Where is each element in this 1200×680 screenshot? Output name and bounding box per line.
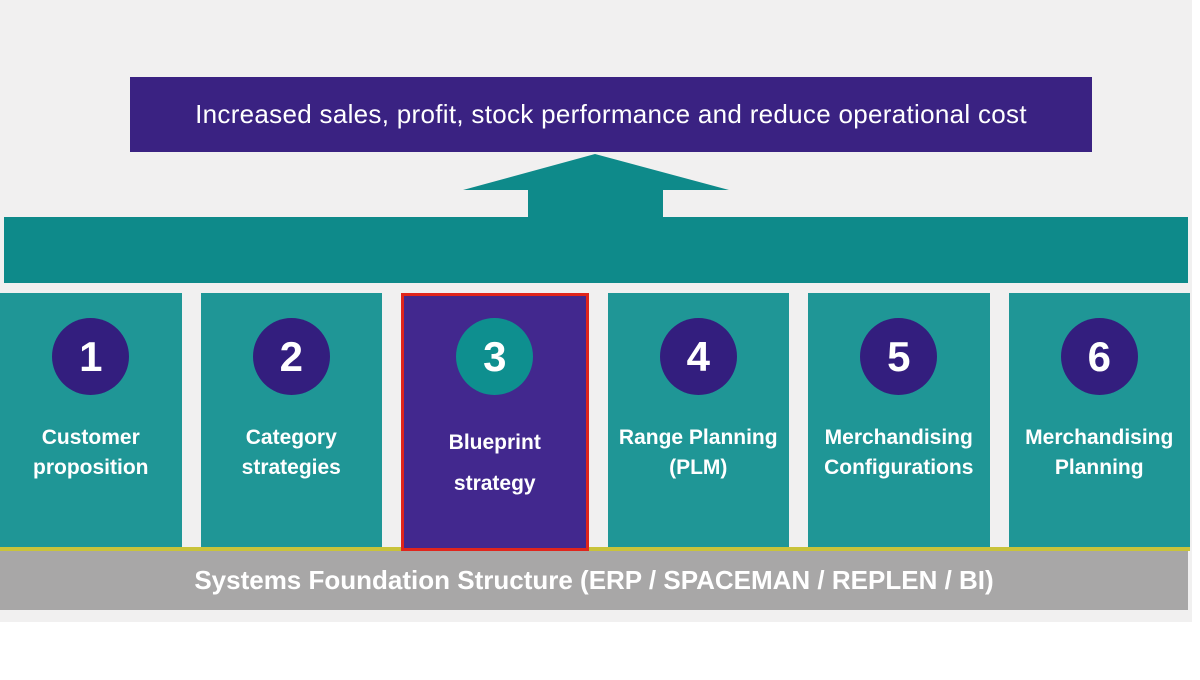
stage-number-badge: 2	[252, 318, 330, 395]
foundation-bar-text: Systems Foundation Structure (ERP / SPAC…	[194, 565, 994, 595]
stage-box-blueprint-strategy-highlighted: 3 Blueprint strategy	[401, 293, 589, 551]
up-arrow-icon	[463, 154, 729, 218]
stage-number-badge: 4	[659, 318, 737, 395]
stage-number-badge: 1	[52, 318, 130, 395]
benefit-banner-text: Increased sales, profit, stock performan…	[195, 99, 1027, 129]
stage-number: 1	[79, 332, 103, 380]
stage-number-badge: 3	[456, 318, 534, 395]
stage-number: 4	[686, 332, 710, 380]
stage-label: Blueprint strategy	[448, 431, 541, 495]
accent-divider-line	[0, 547, 1190, 551]
stage-number: 3	[483, 332, 507, 380]
stage-label: Customer proposition	[33, 426, 149, 479]
stages-row: 1 Customer proposition 2 Category strate…	[0, 293, 1190, 551]
stage-number: 2	[279, 332, 303, 380]
connector-bar	[4, 217, 1188, 283]
stage-box-merchandising-planning: 6 Merchandising Planning	[1008, 293, 1190, 547]
foundation-bar: Systems Foundation Structure (ERP / SPAC…	[0, 551, 1188, 610]
stage-box-category-strategies: 2 Category strategies	[200, 293, 382, 547]
stage-number: 6	[1087, 332, 1111, 380]
stage-box-customer-proposition: 1 Customer proposition	[0, 293, 182, 547]
stage-label: Range Planning (PLM)	[618, 426, 778, 479]
stage-label: Merchandising Planning	[1025, 426, 1174, 479]
slide-background: Increased sales, profit, stock performan…	[0, 0, 1192, 622]
stage-box-merchandising-configurations: 5 Merchandising Configurations	[808, 293, 990, 547]
stage-label: Merchandising Configurations	[824, 426, 974, 479]
stage-label: Category strategies	[241, 426, 341, 479]
stage-box-range-planning: 4 Range Planning (PLM)	[607, 293, 789, 547]
stage-number-badge: 6	[1060, 318, 1138, 395]
stage-number-badge: 5	[860, 318, 938, 395]
stage-number: 5	[887, 332, 911, 380]
benefit-banner: Increased sales, profit, stock performan…	[130, 77, 1092, 152]
